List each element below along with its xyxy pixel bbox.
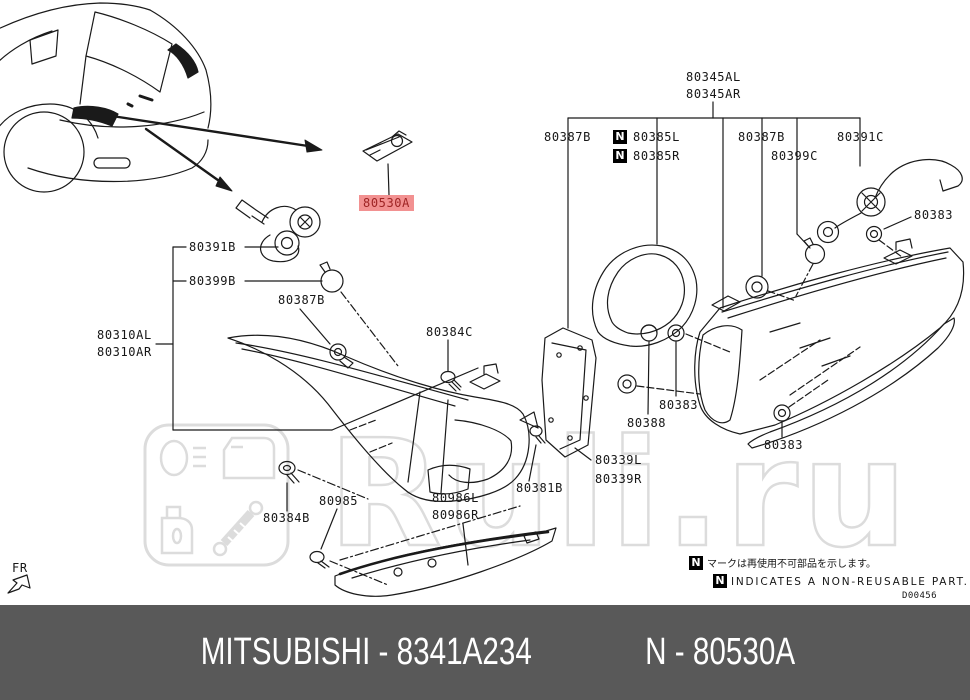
outer-tail-lamp-drawing: [227, 334, 530, 503]
part-label-80384C: 80384C: [426, 325, 473, 339]
pin-80388: [640, 324, 658, 415]
footer-part-bar: MITSUBISHI - 8341A234 N - 80530A: [0, 605, 970, 700]
screw-80384B: [278, 460, 369, 512]
nut-80383-top: [865, 216, 912, 258]
part-label-80387B-a: 80387B: [544, 130, 591, 144]
nut-80383-mid: [667, 324, 731, 397]
part-label-80399B: 80399B: [189, 274, 236, 288]
screw-80381B: [528, 425, 546, 482]
part-label-80385L: 80385L: [633, 130, 680, 144]
license-lamp-drawing: [362, 130, 413, 196]
footer-brand-part-number: MITSUBISHI - 8341A234: [200, 631, 532, 673]
car-door-icon: [222, 436, 276, 480]
fr-direction-label: FR: [12, 561, 28, 575]
doc-code: D00456: [902, 591, 937, 601]
part-label-80310AL: 80310AL: [97, 328, 152, 342]
part-label-80339R: 80339R: [595, 472, 642, 486]
mounting-panel-80339: [519, 327, 597, 461]
legend-english-text: INDICATES A NON-REUSABLE PART.: [731, 576, 969, 588]
left-bracket-lines: [155, 246, 479, 431]
nut-80383-bottom: [773, 379, 829, 438]
part-label-80986R: 80986R: [432, 508, 479, 522]
watermark-logo-frame: [143, 423, 290, 567]
part-label-80385R: 80385R: [633, 149, 680, 163]
non-reusable-n-badge: N: [613, 130, 627, 144]
car-rear-illustration: [0, 2, 212, 193]
part-label-80381B: 80381B: [516, 481, 563, 495]
non-reusable-n-badge: N: [689, 556, 703, 570]
non-reusable-n-badge: N: [613, 149, 627, 163]
oil-can-icon: [160, 505, 194, 555]
part-label-80339L: 80339L: [595, 453, 642, 467]
highlighted-part-label-80530A: 80530A: [359, 195, 414, 211]
part-label-80387B-b: 80387B: [738, 130, 785, 144]
part-label-80384B: 80384B: [263, 511, 310, 525]
part-label-80345AR: 80345AR: [686, 87, 741, 101]
part-label-80388: 80388: [627, 416, 667, 430]
grommet-socket-80387B-right: [745, 275, 797, 302]
part-label-80391C: 80391C: [837, 130, 884, 144]
inner-tail-lamp-drawing: [694, 238, 965, 449]
bulb-80399C: [795, 237, 826, 297]
bumper-garnish-drawing: [334, 505, 557, 597]
right-bracket-lines: [567, 101, 861, 329]
pointer-arrows: [110, 114, 323, 192]
part-label-80310AR: 80310AR: [97, 345, 152, 359]
part-label-80985: 80985: [319, 494, 359, 508]
fr-arrow-icon: [7, 574, 31, 594]
part-label-80383-mid: 80383: [659, 398, 699, 412]
legend-japanese-text: マークは再使用不可部品を示します。: [707, 559, 876, 570]
non-reusable-n-badge: N: [713, 574, 727, 588]
screw-80384C: [440, 339, 462, 392]
socket-lower-left: [617, 374, 701, 395]
shock-absorber-icon: [212, 500, 264, 557]
socket-harness-80391B: [235, 199, 321, 263]
leader-dash-bulb: [340, 291, 399, 367]
part-label-80383-bottom: 80383: [764, 438, 804, 452]
headlight-icon: [159, 439, 206, 477]
grommet-80387B-left: [299, 308, 354, 369]
bulb-80399B: [319, 261, 344, 293]
part-label-80383-top: 80383: [914, 208, 954, 222]
part-label-80387B-c: 80387B: [278, 293, 325, 307]
footer-reference-number: N - 80530A: [645, 631, 796, 673]
socket-harness-80391C: [816, 159, 963, 244]
part-label-80345AL: 80345AL: [686, 70, 741, 84]
screw-80985: [309, 508, 389, 586]
part-label-80399C: 80399C: [771, 149, 818, 163]
gasket-80385-drawing: [591, 244, 698, 347]
part-label-80391B: 80391B: [189, 240, 236, 254]
part-label-80986L: 80986L: [432, 491, 479, 505]
